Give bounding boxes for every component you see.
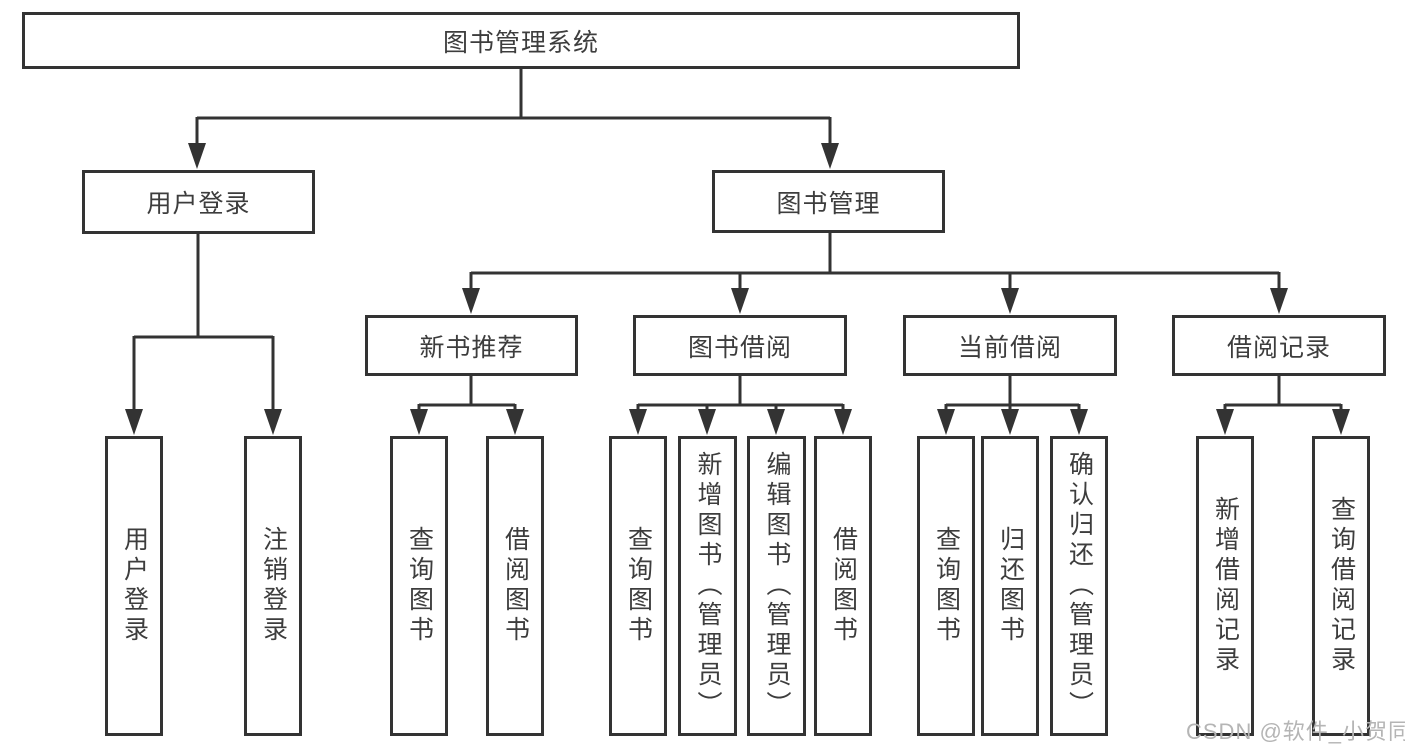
leaf-logout: 注销登录	[244, 436, 302, 736]
node-current-borrowing-label: 当前借阅	[957, 333, 1062, 362]
node-new-book-recommend-label: 新书推荐	[419, 333, 524, 362]
leaf-recommend-borrow-book-label: 借阅图书	[501, 526, 530, 646]
node-user-login-label: 用户登录	[146, 190, 251, 218]
node-current-borrowing: 当前借阅	[903, 315, 1117, 376]
leaf-current-confirm-return-admin: 确认归还（管理员）	[1050, 436, 1108, 736]
node-book-management-label: 图书管理	[776, 189, 881, 218]
leaf-records-add-record: 新增借阅记录	[1196, 436, 1254, 736]
leaf-borrowing-edit-book-admin: 编辑图书（管理员）	[747, 436, 806, 736]
leaf-logout-label: 注销登录	[259, 526, 288, 646]
leaf-current-return-book-label: 归还图书	[996, 526, 1025, 646]
leaf-recommend-query-book: 查询图书	[390, 436, 448, 736]
leaf-recommend-borrow-book: 借阅图书	[486, 436, 544, 736]
watermark: CSDN @软件_小贺同学	[1186, 719, 1405, 744]
node-borrowing-records: 借阅记录	[1172, 315, 1386, 376]
leaf-current-query-book: 查询图书	[917, 436, 975, 736]
leaf-recommend-query-book-label: 查询图书	[405, 526, 434, 646]
leaf-current-return-book: 归还图书	[981, 436, 1039, 736]
node-book-borrowing: 图书借阅	[633, 315, 847, 376]
leaf-records-add-record-label: 新增借阅记录	[1211, 496, 1240, 676]
leaf-borrowing-add-book-admin: 新增图书（管理员）	[678, 436, 737, 736]
node-new-book-recommend: 新书推荐	[365, 315, 578, 376]
node-book-borrowing-label: 图书借阅	[687, 333, 792, 362]
node-user-login-branch: 用户登录	[82, 170, 315, 234]
node-borrowing-records-label: 借阅记录	[1226, 333, 1331, 362]
leaf-borrowing-query-book-label: 查询图书	[624, 526, 653, 646]
leaf-records-query-record-label: 查询借阅记录	[1327, 496, 1356, 676]
leaf-current-query-book-label: 查询图书	[932, 526, 961, 646]
node-root: 图书管理系统	[22, 12, 1020, 69]
node-root-label: 图书管理系统	[442, 28, 599, 57]
leaf-records-query-record: 查询借阅记录	[1312, 436, 1370, 736]
leaf-borrowing-edit-book-admin-label: 编辑图书（管理员）	[763, 451, 791, 721]
leaf-borrowing-borrow-book: 借阅图书	[814, 436, 872, 736]
leaf-user-login: 用户登录	[105, 436, 163, 736]
leaf-user-login-label: 用户登录	[120, 526, 149, 646]
leaf-borrowing-query-book: 查询图书	[609, 436, 667, 736]
leaf-borrowing-add-book-admin-label: 新增图书（管理员）	[694, 451, 722, 721]
leaf-current-confirm-return-admin-label: 确认归还（管理员）	[1065, 451, 1094, 721]
leaf-borrowing-borrow-book-label: 借阅图书	[829, 526, 858, 646]
node-book-management-branch: 图书管理	[712, 170, 945, 233]
